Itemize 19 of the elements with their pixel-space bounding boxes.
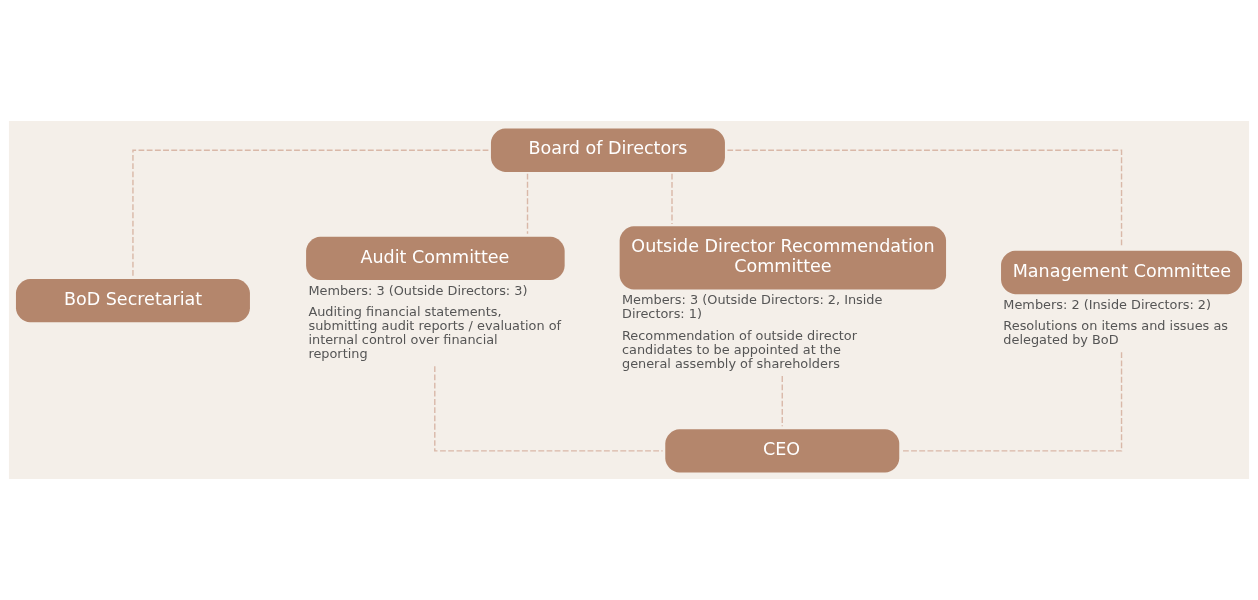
node-label: Members: 2 (Inside Directors: 2) [1003, 297, 1212, 313]
node-label: Auditing financial statements, submitting audit reports / evaluation of internal control over financial reporting [308, 304, 562, 362]
node-label: Recommendation of outside director candidates to be appointed at the general assembly of shareholders [621, 327, 857, 371]
node-label: Members: 3 (Outside Directors: 3) [308, 283, 528, 299]
node-box: Board of Directors [490, 128, 725, 172]
node-box: Audit Committee [306, 236, 565, 281]
connector [671, 173, 673, 225]
connector [726, 149, 1123, 249]
node-label: Members: 3 (Outside Directors: 2, Inside Directors: 1) [621, 292, 883, 322]
node-box: Outside Director Recommendation Committee [619, 226, 947, 290]
node-box: Management Committee [1001, 250, 1243, 295]
node-box: CEO [665, 429, 900, 473]
connector [132, 149, 490, 277]
node-label: Resolutions on items and issues as delegated by BoD [1003, 318, 1228, 348]
node-box: BoD Secretariat [15, 278, 250, 323]
connector [434, 365, 664, 452]
connector [901, 351, 1123, 452]
connector [526, 173, 529, 235]
connector [781, 375, 783, 427]
